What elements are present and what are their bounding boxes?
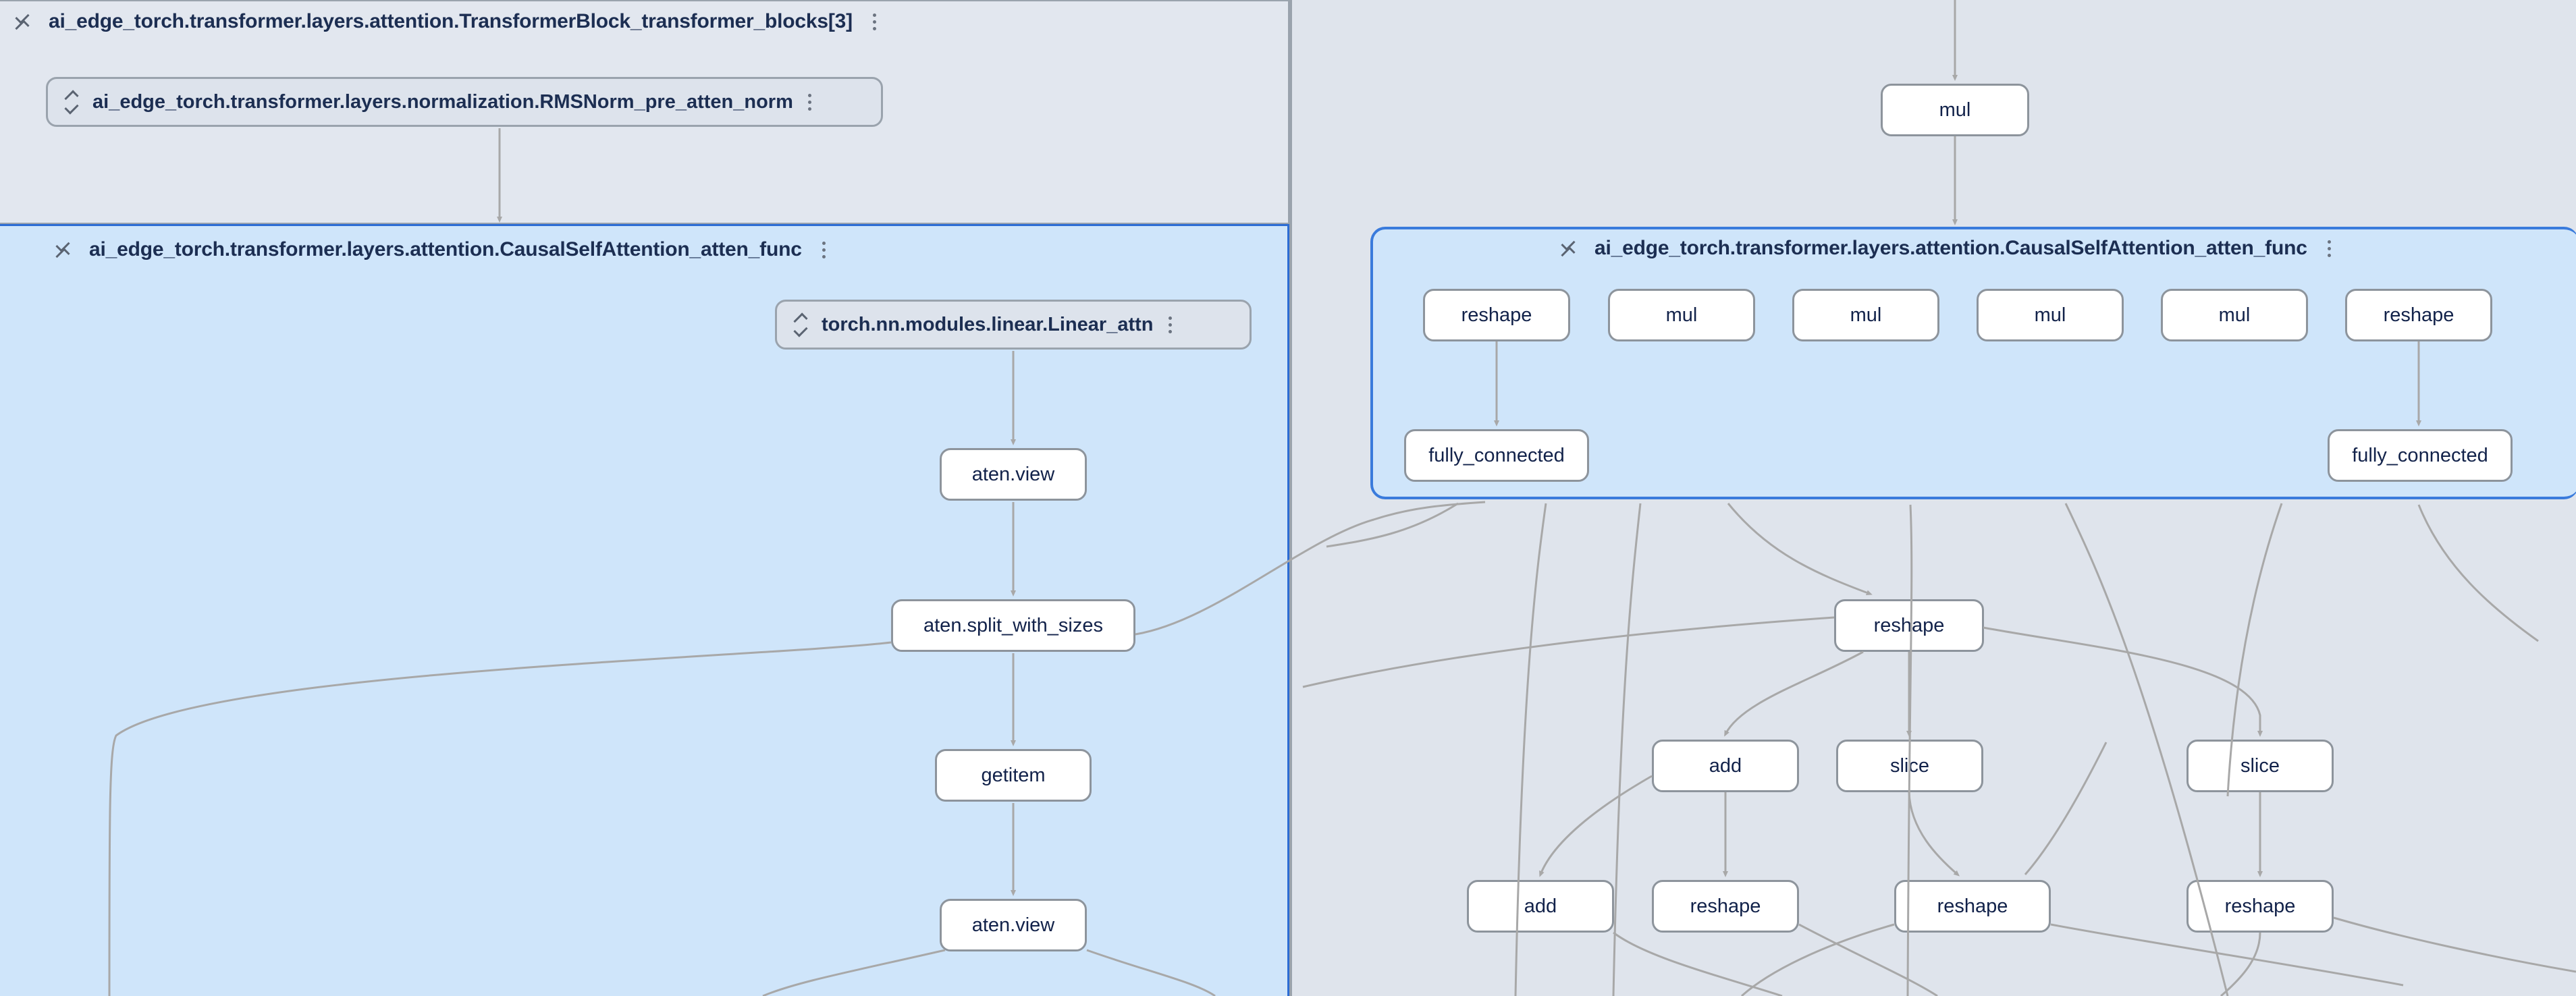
node-label: reshape	[1873, 614, 1945, 636]
kebab-menu-icon[interactable]	[872, 13, 880, 30]
expand-icon[interactable]	[63, 88, 80, 115]
group-causal-self-attention-right-title: ai_edge_torch.transformer.layers.attenti…	[1594, 237, 2307, 259]
node-add-1[interactable]: add	[1652, 740, 1799, 792]
node-reshape-b3[interactable]: reshape	[2186, 880, 2334, 933]
node-label: mul	[1939, 99, 1971, 121]
node-label: mul	[1665, 304, 1698, 326]
node-fully-connected-2[interactable]: fully_connected	[2328, 429, 2513, 482]
node-fully-connected-1[interactable]: fully_connected	[1404, 429, 1589, 482]
node-label: reshape	[1937, 895, 2008, 917]
node-label: mul	[2218, 304, 2251, 326]
node-aten-view-2[interactable]: aten.view	[940, 899, 1087, 951]
node-label: reshape	[1690, 895, 1761, 917]
node-mul-top[interactable]: mul	[1881, 84, 2029, 136]
kebab-menu-icon[interactable]	[1168, 316, 1175, 333]
node-aten-view-1[interactable]: aten.view	[940, 448, 1087, 501]
node-label: fully_connected	[2352, 444, 2488, 466]
node-label: mul	[1850, 304, 1882, 326]
node-aten-split-with-sizes[interactable]: aten.split_with_sizes	[891, 599, 1135, 652]
node-label: aten.view	[971, 463, 1055, 485]
node-linear-attn[interactable]: torch.nn.modules.linear.Linear_attn	[775, 300, 1252, 350]
node-reshape-mid[interactable]: reshape	[1834, 599, 1984, 652]
collapse-icon[interactable]	[54, 236, 72, 263]
node-reshape-r1[interactable]: reshape	[1423, 289, 1570, 341]
node-linear-attn-label: torch.nn.modules.linear.Linear_attn	[822, 313, 1154, 335]
node-add-2[interactable]: add	[1467, 880, 1614, 933]
node-label: slice	[2240, 754, 2280, 777]
node-label: getitem	[981, 764, 1046, 786]
node-reshape-b1[interactable]: reshape	[1652, 880, 1799, 933]
group-transformer-block-header[interactable]: ai_edge_torch.transformer.layers.attenti…	[14, 8, 880, 35]
node-label: mul	[2034, 304, 2066, 326]
kebab-menu-icon[interactable]	[2327, 240, 2334, 257]
node-label: slice	[1889, 754, 1929, 777]
node-label: add	[1524, 895, 1557, 917]
collapse-icon[interactable]	[1559, 235, 1577, 262]
node-label: reshape	[2224, 895, 2296, 917]
kebab-menu-icon[interactable]	[822, 241, 829, 258]
node-reshape-b2[interactable]: reshape	[1894, 880, 2051, 933]
canvas-divider	[1289, 0, 1292, 996]
node-label: reshape	[2383, 304, 2454, 326]
node-reshape-r2[interactable]: reshape	[2345, 289, 2492, 341]
node-slice-1[interactable]: slice	[1836, 740, 1983, 792]
collapse-icon[interactable]	[14, 8, 31, 35]
node-mul-r2[interactable]: mul	[1792, 289, 1939, 341]
node-rmsnorm-label: ai_edge_torch.transformer.layers.normali…	[92, 90, 793, 113]
node-label: aten.view	[971, 914, 1055, 936]
node-label: fully_connected	[1428, 444, 1565, 466]
node-mul-r4[interactable]: mul	[2161, 289, 2308, 341]
top-border-line	[0, 0, 1289, 2]
kebab-menu-icon[interactable]	[807, 93, 815, 111]
group-causal-self-attention-left-header[interactable]: ai_edge_torch.transformer.layers.attenti…	[54, 236, 829, 263]
group-causal-self-attention-right-header[interactable]: ai_edge_torch.transformer.layers.attenti…	[1559, 235, 2334, 262]
node-mul-r1[interactable]: mul	[1608, 289, 1755, 341]
node-label: aten.split_with_sizes	[923, 614, 1103, 636]
group-transformer-block-title: ai_edge_torch.transformer.layers.attenti…	[49, 10, 853, 32]
node-slice-2[interactable]: slice	[2186, 740, 2334, 792]
group-causal-self-attention-left-title: ai_edge_torch.transformer.layers.attenti…	[89, 238, 802, 260]
node-getitem[interactable]: getitem	[935, 749, 1092, 802]
node-rmsnorm-pre-atten-norm[interactable]: ai_edge_torch.transformer.layers.normali…	[46, 77, 883, 127]
node-label: reshape	[1461, 304, 1532, 326]
node-label: add	[1709, 754, 1742, 777]
node-mul-r3[interactable]: mul	[1977, 289, 2124, 341]
expand-icon[interactable]	[792, 311, 809, 338]
